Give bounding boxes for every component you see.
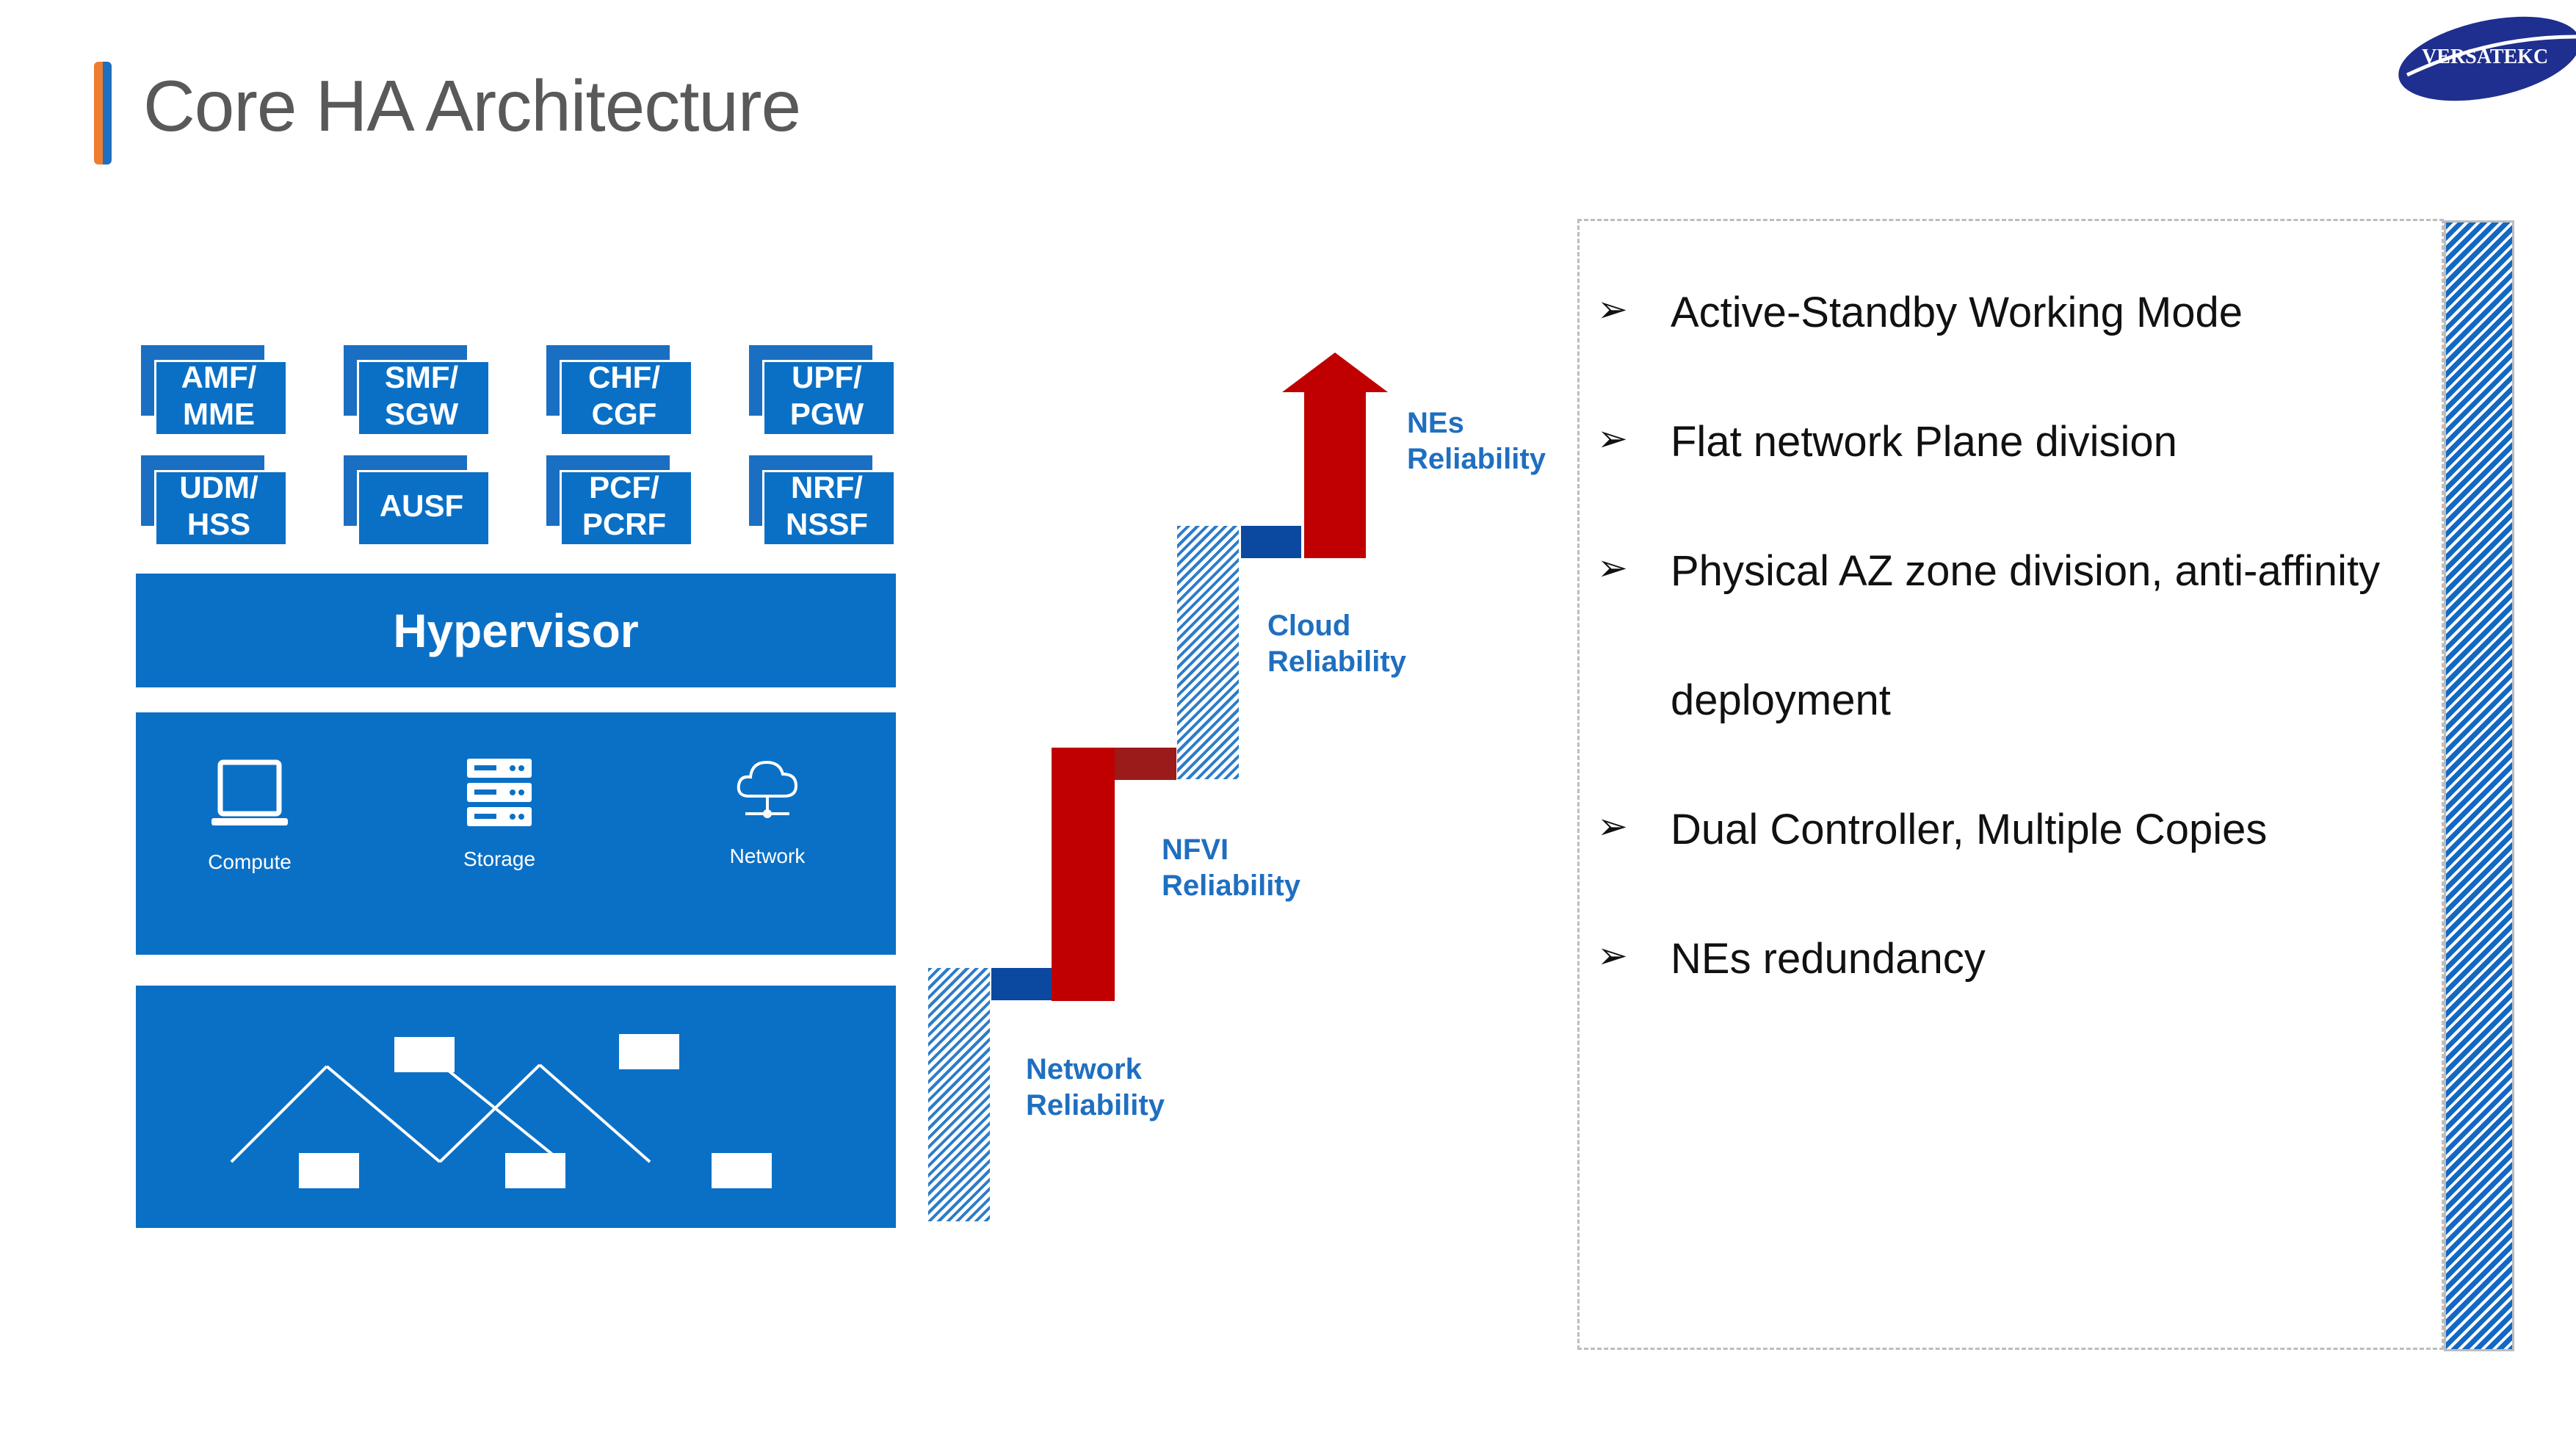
nes-reliability-arrow	[1282, 353, 1388, 558]
arrow-bullet-icon: ➢	[1597, 547, 1628, 588]
hypervisor-layer: Hypervisor	[136, 574, 896, 687]
network-reliability-connector	[991, 968, 1052, 1000]
ne-label: UPF/ PGW	[789, 360, 864, 431]
ne-card-upf: UPF/ PGW	[749, 345, 894, 434]
cloud-reliability-label: Cloud Reliability	[1267, 610, 1406, 678]
switch-node	[712, 1153, 772, 1188]
switch-node	[505, 1153, 565, 1188]
physical-network-layer	[136, 986, 896, 1228]
network-reliability-hatch-bar	[928, 968, 990, 1221]
ne-card-nrf: NRF/ NSSF	[749, 455, 894, 544]
ne-label: AMF/ MME	[181, 360, 257, 431]
feature-text: NEs redundancy	[1671, 935, 1986, 983]
arrow-bullet-icon: ➢	[1597, 418, 1628, 459]
features-panel	[1577, 219, 2444, 1350]
versatekc-logo: VERSATEKC	[2398, 16, 2576, 101]
nfvi-reliability-connector	[1115, 748, 1176, 780]
nfvi-reliability-bar	[1052, 748, 1115, 1001]
network-reliability-label: Network Reliability	[1026, 1053, 1165, 1121]
switch-node	[394, 1037, 455, 1072]
ne-label: PCF/ PCRF	[582, 470, 667, 541]
ne-label: SMF/ SGW	[384, 360, 459, 431]
resource-label-storage: Storage	[463, 848, 536, 870]
nes-reliability-label: NEs Reliability	[1407, 407, 1546, 475]
ne-card-udm: UDM/ HSS	[141, 455, 286, 544]
ne-label: UDM/ HSS	[179, 470, 258, 541]
page-title: Core HA Architecture	[143, 65, 801, 146]
title-accent-bar-orange	[94, 62, 103, 165]
logo-text: VERSATEKC	[2422, 46, 2548, 68]
resource-label-network: Network	[729, 845, 806, 867]
ne-label: NRF/ NSSF	[785, 470, 868, 541]
title-accent-bar-blue	[103, 62, 112, 165]
cloud-reliability-connector	[1241, 526, 1301, 558]
laptop-icon	[211, 759, 288, 825]
ne-card-chf: CHF/ CGF	[546, 345, 691, 434]
arrow-bullet-icon: ➢	[1597, 935, 1628, 976]
switch-node	[619, 1034, 679, 1069]
ne-card-amf: AMF/ MME	[141, 345, 286, 434]
features-side-hatch-bar	[2444, 220, 2514, 1351]
feature-text: Physical AZ zone division, anti-affinity	[1671, 547, 2381, 595]
feature-text: deployment	[1671, 676, 1891, 724]
nfvi-reliability-label: NFVI Reliability	[1162, 834, 1300, 902]
ne-card-pcf: PCF/ PCRF	[546, 455, 691, 544]
feature-text: Active-Standby Working Mode	[1671, 289, 2243, 336]
network-topology-diagram	[230, 1034, 772, 1188]
arrow-bullet-icon: ➢	[1597, 289, 1628, 330]
cloud-reliability-hatch-bar	[1177, 526, 1239, 779]
ne-label: AUSF	[379, 488, 464, 523]
arrow-bullet-icon: ➢	[1597, 806, 1628, 847]
ne-card-smf: SMF/ SGW	[344, 345, 488, 434]
cloud-network-icon	[737, 760, 798, 818]
server-icon	[467, 759, 532, 826]
resource-label-compute: Compute	[208, 850, 292, 873]
resource-layer: Compute Storage Network	[136, 712, 896, 955]
hypervisor-label: Hypervisor	[393, 604, 639, 657]
switch-node	[299, 1153, 359, 1188]
ne-card-ausf: AUSF	[344, 455, 488, 544]
feature-text: Dual Controller, Multiple Copies	[1671, 806, 2268, 853]
ne-label: CHF/ CGF	[588, 360, 660, 431]
feature-text: Flat network Plane division	[1671, 418, 2177, 466]
